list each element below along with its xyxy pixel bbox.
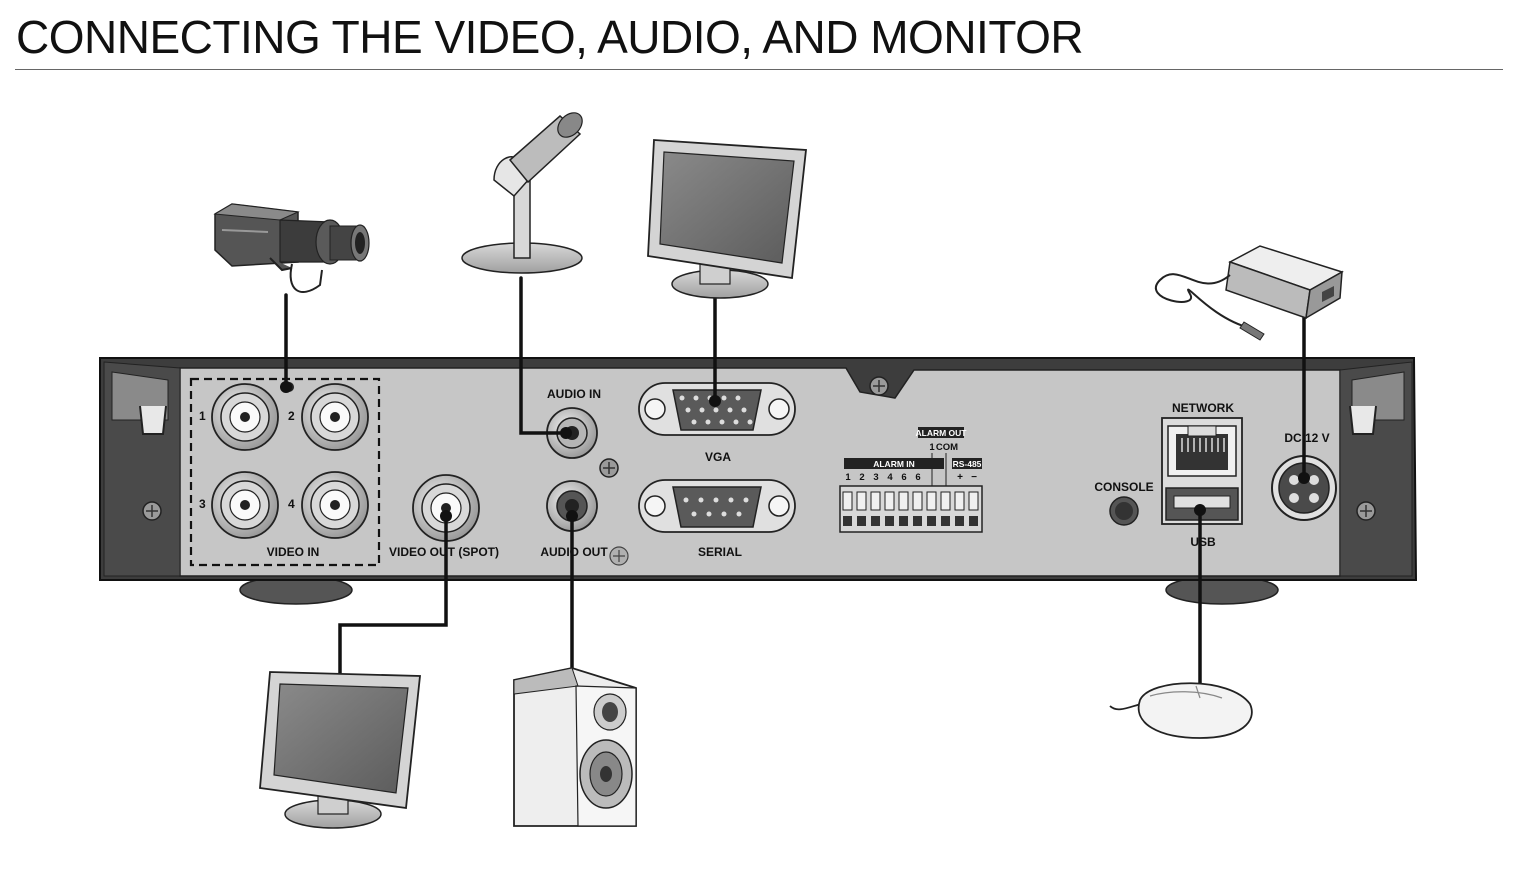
screw-icon (1356, 501, 1376, 521)
spot-monitor-cable (338, 514, 448, 675)
plug-dot (1194, 504, 1206, 516)
bnc-connector (301, 383, 369, 451)
audio-in-label: AUDIO IN (547, 387, 601, 401)
plug-dot (280, 381, 292, 393)
bnc-connector (301, 471, 369, 539)
rack-handle-icon (1349, 405, 1377, 435)
video-in-connectors (211, 382, 369, 539)
plug-dot (440, 510, 452, 522)
video-out-spot-connector (412, 474, 480, 542)
rs485-tag (952, 458, 982, 469)
plug-dot (560, 427, 572, 439)
alarm-out-label: ALARM OUT (916, 428, 968, 438)
bnc-connector (211, 471, 279, 539)
alarm-in-label: ALARM IN (873, 459, 915, 469)
alarm-in-pin-number: 2 (859, 472, 864, 483)
vga-port (638, 382, 796, 436)
plug-dot (566, 510, 578, 522)
alarm-out-pin-number: 1 (929, 442, 935, 453)
video-in-label: VIDEO IN (267, 545, 320, 559)
cables (284, 276, 1306, 690)
page-title: CONNECTING THE VIDEO, AUDIO, AND MONITOR (16, 11, 1084, 63)
usb-label: USB (1190, 535, 1216, 549)
bnc-connector (211, 383, 279, 451)
bnc-number: 3 (199, 497, 206, 511)
mic-cable (519, 276, 566, 435)
rs485-minus: − (971, 472, 977, 483)
rs485-label: RS-485 (953, 459, 982, 469)
network-label: NETWORK (1172, 401, 1234, 415)
alarm-in-tag (844, 458, 944, 469)
alarm-in-pin-number: 6 (915, 472, 920, 483)
plug-dot (1298, 472, 1310, 484)
alarm-terminal-block: ALARM IN ALARM OUT RS-485 1 2 3 4 6 6 1 … (839, 427, 983, 533)
bnc-number: 2 (288, 409, 295, 423)
console-port (1109, 496, 1139, 526)
usb-port (1165, 487, 1239, 521)
title-divider (15, 69, 1503, 70)
screw-icon (599, 458, 619, 478)
alarm-in-pin-number: 1 (845, 472, 851, 483)
usb-mouse-icon (1109, 682, 1253, 739)
camera-icon (213, 203, 370, 293)
bnc-connector (412, 474, 480, 542)
audio-out-label: AUDIO OUT (540, 545, 608, 559)
alarm-in-pin-number: 6 (901, 472, 906, 483)
screw-icon (869, 376, 889, 396)
serial-port (638, 479, 796, 533)
screw-icon (142, 501, 162, 521)
power-adapter-icon (1155, 245, 1344, 341)
rack-handle-icon (139, 405, 167, 435)
screw-icon (609, 546, 629, 566)
speaker-icon (513, 667, 637, 827)
serial-label: SERIAL (698, 545, 742, 559)
alarm-out-tag (918, 427, 964, 438)
video-out-spot-label: VIDEO OUT (SPOT) (389, 545, 499, 559)
rs485-plus: + (957, 472, 963, 483)
vga-label: VGA (705, 450, 731, 464)
microphone-icon (461, 112, 583, 274)
bnc-number: 4 (288, 497, 295, 511)
com-label: COM (936, 442, 958, 453)
alarm-in-pin-number: 3 (873, 472, 878, 483)
dc-label: DC 12 V (1284, 431, 1329, 445)
vga-monitor-icon (647, 139, 807, 299)
alarm-in-pin-number: 4 (887, 472, 893, 483)
spot-monitor-icon (259, 671, 421, 829)
bnc-number: 1 (199, 409, 206, 423)
console-label: CONSOLE (1094, 480, 1153, 494)
plug-dot (709, 395, 721, 407)
